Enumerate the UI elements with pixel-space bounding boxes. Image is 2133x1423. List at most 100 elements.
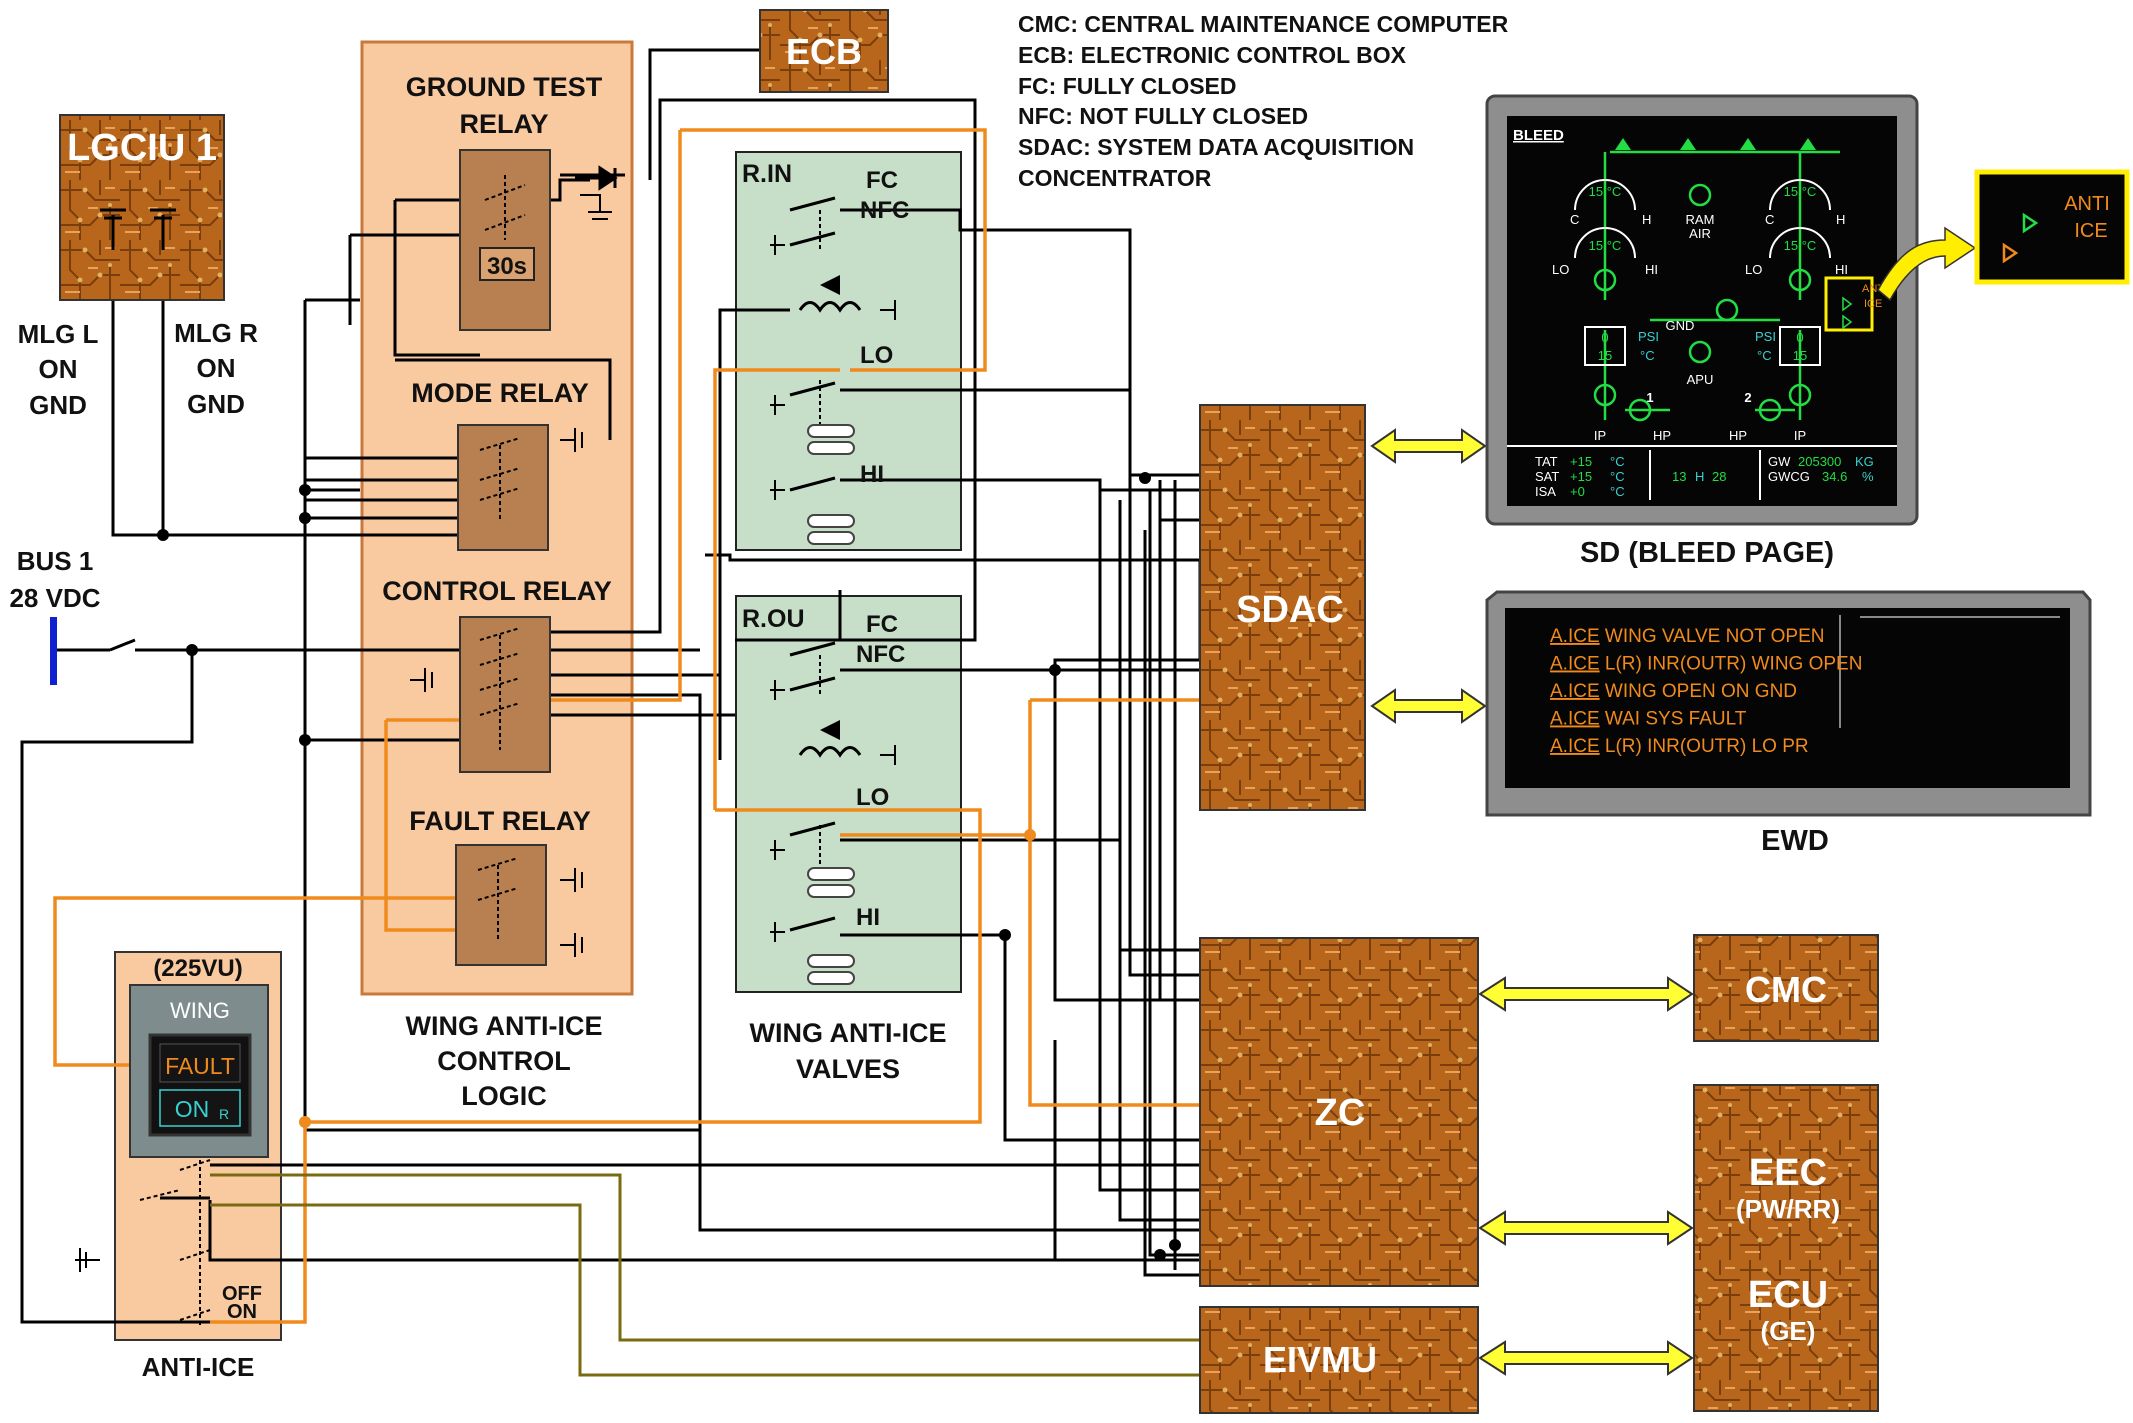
diode-icon [820, 275, 840, 295]
control-logic-caption: WING ANTI-ICE CONTROL LOGIC [406, 1011, 603, 1111]
fault-light: FAULT [165, 1053, 235, 1079]
ground-test-relay: GROUND TEST RELAY 30s [406, 72, 618, 331]
svg-text:H: H [1695, 469, 1704, 484]
svg-text:15: 15 [1793, 348, 1807, 363]
svg-text:LO: LO [856, 784, 889, 811]
svg-text:205300: 205300 [1798, 454, 1841, 469]
svg-text:KG: KG [1855, 454, 1874, 469]
svg-text:HI: HI [856, 904, 880, 931]
anti-ice-highlight-box [1824, 276, 1874, 332]
ewd-message: A.ICE L(R) INR(OUTR) LO PR [1550, 736, 1809, 757]
svg-text:H: H [1836, 212, 1845, 227]
svg-text:15 °C: 15 °C [1784, 184, 1817, 199]
svg-text:+0: +0 [1570, 484, 1585, 499]
ecb-label: ECB [786, 31, 862, 72]
svg-text:ISA: ISA [1535, 484, 1556, 499]
ewd-message-prefix: A.ICE [1550, 681, 1600, 702]
control-relay: CONTROL RELAY [382, 576, 612, 773]
svg-text:GND: GND [1666, 318, 1695, 333]
sdac-label: SDAC [1236, 589, 1344, 631]
ewd-message: A.ICE WING OPEN ON GND [1550, 681, 1797, 702]
lgciu-label: LGCIU 1 [67, 127, 217, 169]
anti-ice-pushbutton-panel: (225VU) WING FAULT ON R OFF ON ANTI-ICE [75, 955, 269, 1382]
svg-text:LOGIC: LOGIC [461, 1081, 547, 1111]
svg-text:+15: +15 [1570, 469, 1592, 484]
svg-text:C: C [1570, 212, 1579, 227]
bus-bar [50, 617, 57, 685]
timer-label: 30s [487, 253, 527, 280]
svg-text:15 °C: 15 °C [1784, 238, 1817, 253]
ewd-caption: EWD [1761, 825, 1829, 857]
ground-icon [770, 235, 896, 500]
ground-icon [560, 428, 583, 452]
on-light-sub: R [219, 1106, 229, 1122]
svg-text:ON: ON [197, 353, 236, 383]
svg-text:HI: HI [1645, 262, 1658, 277]
svg-text:PSI: PSI [1638, 329, 1659, 344]
ewd-message-prefix: A.ICE [1550, 654, 1600, 675]
svg-text:VALVES: VALVES [796, 1054, 900, 1084]
svg-text:15: 15 [1598, 348, 1612, 363]
arrow-eivmu-ecu [1478, 1340, 1694, 1376]
svg-text:HP: HP [1653, 428, 1671, 443]
arrow-sdac-sd [1370, 428, 1487, 464]
svg-text:NFC: NFC [860, 197, 909, 224]
svg-text:%: % [1862, 469, 1874, 484]
svg-text:C: C [1765, 212, 1774, 227]
ewd-message-text: L(R) INR(OUTR) LO PR [1600, 736, 1809, 757]
svg-text:ICE: ICE [2074, 220, 2107, 242]
r-in-valve-panel [735, 151, 962, 551]
ground-icon [75, 1248, 100, 1272]
valve-r-ou: R.OU FC NFC LO HI [742, 605, 905, 985]
svg-text:°C: °C [1610, 454, 1625, 469]
wing-anti-ice-pushbutton[interactable]: FAULT ON R [148, 1033, 252, 1137]
ewd-message-text: WAI SYS FAULT [1600, 709, 1747, 730]
solenoid-coil-icon [798, 301, 862, 313]
bus-1-label: BUS 1 28 VDC [9, 546, 100, 613]
legend-line-ecb: ECB: ELECTRONIC CONTROL BOX [1018, 42, 1407, 68]
svg-text:MODE RELAY: MODE RELAY [411, 378, 589, 408]
mlg-right-label: MLG R ON GND [174, 318, 258, 419]
svg-text:TAT: TAT [1535, 454, 1558, 469]
pressure-switch-icon [807, 424, 855, 438]
eivmu-label: EIVMU [1263, 1339, 1377, 1380]
black-wiring [20, 48, 1202, 1324]
lgciu-box: LGCIU 1 [59, 114, 225, 301]
svg-text:ANTI: ANTI [2064, 193, 2110, 215]
svg-text:CONTROL: CONTROL [437, 1046, 570, 1076]
svg-text:SAT: SAT [1535, 469, 1559, 484]
on-position-label: ON [227, 1301, 257, 1323]
cmc-label: CMC [1745, 969, 1827, 1010]
svg-text:MLG R: MLG R [174, 318, 258, 348]
svg-text:LO: LO [1745, 262, 1762, 277]
svg-text:ICE: ICE [1864, 298, 1882, 310]
ecu-sub-label: (GE) [1761, 1316, 1816, 1346]
svg-text:GROUND TEST: GROUND TEST [406, 72, 603, 102]
diode-icon [820, 720, 840, 740]
olive-wiring [210, 1173, 1200, 1377]
ground-icon [560, 868, 583, 957]
on-light: ON [175, 1096, 210, 1122]
anti-ice-zoom-callout: ANTI ICE [1877, 169, 2130, 302]
eec-label: EEC [1749, 1152, 1827, 1194]
sd-caption: SD (BLEED PAGE) [1580, 537, 1834, 569]
fault-relay: FAULT RELAY [409, 806, 591, 966]
legend-line-fc: FC: FULLY CLOSED [1018, 73, 1237, 99]
sd-bleed-page-display: BLEED 15 °C 15 °C 15 °C 15 ° [1485, 94, 1919, 569]
svg-text:LO: LO [860, 342, 893, 369]
eivmu-box: EIVMU [1199, 1306, 1479, 1414]
svg-text:HI: HI [860, 461, 884, 488]
orange-junction-dots [299, 829, 1036, 1128]
panel-225vu-label: (225VU) [153, 955, 242, 982]
ecb-box: ECB [759, 9, 889, 93]
sd-bleed-title: BLEED [1513, 127, 1564, 144]
mlg-left-label: MLG L ON GND [18, 319, 99, 420]
ground-icon [410, 668, 433, 692]
svg-text:1: 1 [1646, 390, 1653, 405]
ewd-message: A.ICE L(R) INR(OUTR) WING OPEN [1550, 654, 1862, 675]
svg-text:°C: °C [1610, 469, 1625, 484]
ewd-message-prefix: A.ICE [1550, 709, 1600, 730]
svg-text:BUS 1: BUS 1 [17, 546, 94, 576]
svg-text:LO: LO [1552, 262, 1569, 277]
